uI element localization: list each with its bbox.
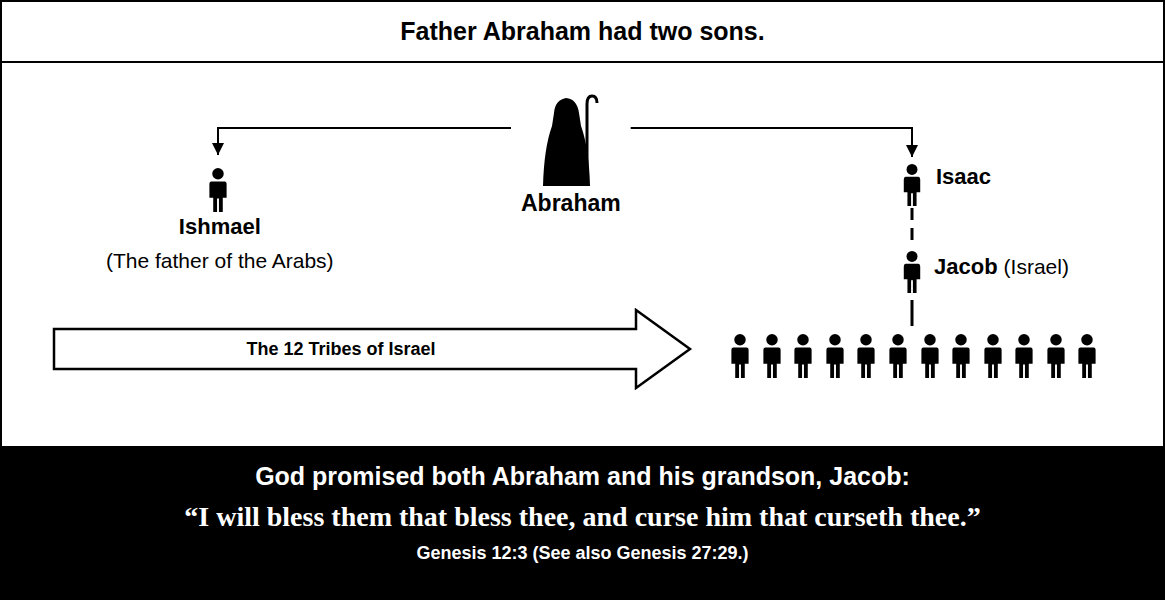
patriarch-node: Abraham <box>511 94 631 220</box>
node-label: Ishmael <box>179 214 261 239</box>
node-note: (The father of the Arabs) <box>106 249 334 273</box>
tribe-figure <box>763 334 780 378</box>
tribes-arrow: The 12 Tribes of Israel <box>52 308 694 390</box>
jacob-figure <box>904 251 920 293</box>
tribe-figure <box>1078 334 1095 378</box>
caption-line: “I will bless them that bless thee, and … <box>184 501 980 533</box>
tribe-figure <box>952 334 969 378</box>
staff <box>587 96 597 186</box>
caption-band: God promised both Abraham and his grands… <box>0 448 1165 600</box>
abraham-figure <box>543 98 590 186</box>
tribe-figure <box>857 334 874 378</box>
node-label: The 12 Tribes of Israel <box>246 339 435 360</box>
grandson-node: Jacob(Israel) <box>896 246 1075 296</box>
descent-line <box>911 300 914 326</box>
ishmael-figure <box>209 168 226 212</box>
tribe-figure <box>731 334 748 378</box>
node-label: Jacob <box>934 254 998 279</box>
isaac-figure <box>904 164 920 206</box>
tribe-figure <box>826 334 843 378</box>
node-label: Abraham <box>521 190 621 216</box>
arrow-shape <box>54 310 690 388</box>
title: Father Abraham had two sons. <box>400 17 764 46</box>
node-note: (Israel) <box>1004 255 1069 279</box>
tribe-figure <box>984 334 1001 378</box>
tribe-figure <box>1015 334 1032 378</box>
arrow-connector <box>631 128 912 157</box>
tribe-figure <box>794 334 811 378</box>
frame <box>1 1 1164 447</box>
title-rule <box>1 61 1164 63</box>
tribe-figure <box>1047 334 1064 378</box>
node-label: Isaac <box>936 164 991 189</box>
son-node: Isaac <box>896 158 997 208</box>
caption-line: Genesis 12:3 (See also Genesis 27:29.) <box>416 543 748 564</box>
dashed-connector <box>911 208 914 246</box>
arrow-connector <box>218 128 511 155</box>
caption-line: God promised both Abraham and his grands… <box>255 462 910 491</box>
tribe-figure <box>921 334 938 378</box>
title-bar: Father Abraham had two sons. <box>2 2 1163 61</box>
son-node: Ishmael (The father of the Arabs) <box>96 156 344 277</box>
tribe-figure <box>889 334 906 378</box>
